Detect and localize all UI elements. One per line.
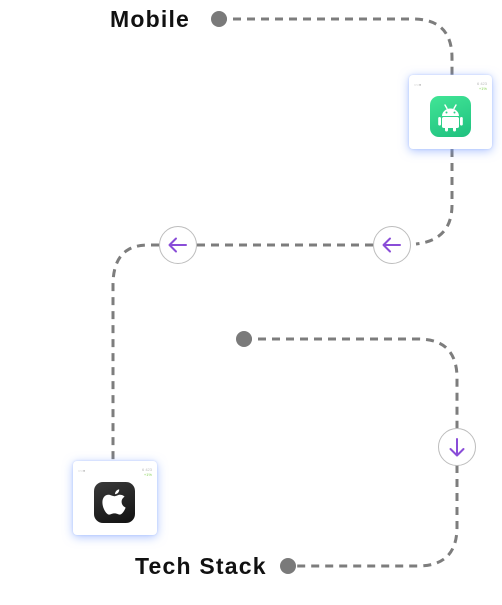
mobile-endpoint-dot	[211, 11, 227, 27]
arrow-left-icon	[373, 226, 411, 264]
status-dots-text: ○○●	[78, 468, 86, 473]
tech-stack-endpoint-dot	[280, 558, 296, 574]
card-status-stats: 6 423 +1%	[477, 81, 487, 91]
status-value: 6 423	[141, 467, 152, 472]
status-delta: +1%	[143, 472, 152, 477]
path-mobile-to-android	[219, 17, 454, 75]
android-card[interactable]: ○○● 6 423 +1%	[409, 75, 492, 149]
apple-icon	[94, 482, 135, 523]
path-dot-to-down-arrow	[244, 337, 459, 428]
arrow-left-icon	[159, 226, 197, 264]
status-dots-text: ○○●	[414, 82, 422, 87]
mobile-label: Mobile	[110, 6, 191, 32]
android-icon	[430, 96, 471, 137]
path-android-to-right-arrow	[415, 149, 454, 246]
status-value: 6 423	[476, 81, 487, 86]
card-status-stats: 6 423 +1%	[142, 467, 152, 477]
ios-card[interactable]: ○○● 6 423 +1%	[73, 461, 157, 535]
card-status-dots: ○○●	[414, 82, 421, 87]
path-left-arrow-to-ios	[111, 243, 159, 461]
middle-endpoint-dot	[236, 331, 252, 347]
card-status-dots: ○○●	[78, 468, 85, 473]
path-down-arrow-to-tech	[288, 465, 459, 568]
status-delta: +1%	[478, 86, 487, 91]
arrow-down-icon	[438, 428, 476, 466]
tech-stack-label: Tech Stack	[135, 553, 267, 579]
